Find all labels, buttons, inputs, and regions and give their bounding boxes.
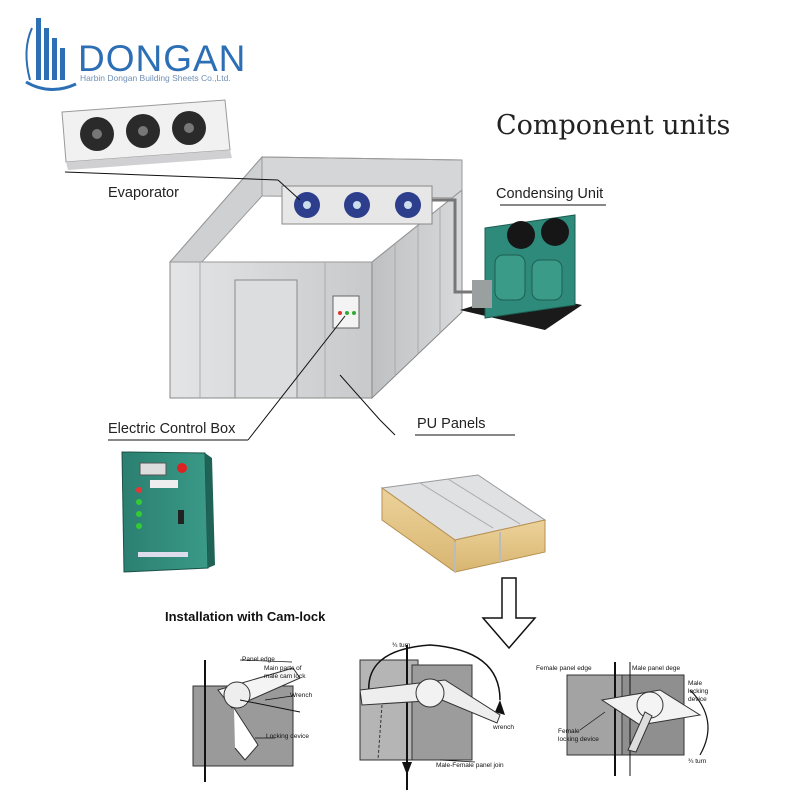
d2-turn-label: ¾ turn bbox=[392, 642, 411, 649]
camlock-diagram-2 bbox=[359, 644, 505, 790]
pu-panels-image bbox=[380, 474, 547, 573]
d3-male-locking-label-3: device bbox=[688, 696, 707, 703]
electric-control-box-image bbox=[121, 451, 215, 573]
d3-male-locking-label-1: Male bbox=[688, 680, 703, 687]
evaporator-leader-line bbox=[64, 171, 279, 181]
condensing-unit-label: Condensing Unit bbox=[496, 186, 604, 202]
cold-room bbox=[168, 155, 478, 400]
d3-female-locking-label-2: locking device bbox=[558, 736, 599, 743]
d1-panel-edge-label: Panel edge bbox=[242, 656, 275, 663]
d3-female-locking-label-1: Female bbox=[558, 728, 580, 735]
d3-male-locking-label-2: locking bbox=[688, 688, 709, 695]
camlock-diagram-1 bbox=[192, 659, 301, 782]
evaporator-pointer-line bbox=[277, 179, 301, 201]
brand-subtitle: Harbin Dongan Building Sheets Co.,Ltd. bbox=[80, 73, 231, 83]
d1-main-parts-label-2: male cam lock bbox=[264, 673, 306, 680]
electric-control-box-label: Electric Control Box bbox=[108, 421, 236, 437]
pu-panels-pointer-line bbox=[339, 374, 381, 421]
d3-female-edge-label: Female panel edge bbox=[536, 665, 592, 672]
evaporator-label: Evaporator bbox=[108, 185, 179, 201]
evaporator-image bbox=[61, 99, 232, 170]
d2-wrench-label: wrench bbox=[493, 724, 514, 731]
down-arrow-icon bbox=[481, 577, 537, 650]
d3-turn-label: ¾ turn bbox=[688, 758, 707, 765]
d1-wrench-label: Wrench bbox=[290, 692, 313, 699]
d1-main-parts-label: Main parts of bbox=[264, 665, 302, 672]
dongan-logo-icon bbox=[25, 18, 77, 91]
d1-locking-device-label: Locking device bbox=[266, 733, 309, 740]
camlock-diagram-3 bbox=[566, 662, 709, 776]
pu-panels-label: PU Panels bbox=[417, 416, 486, 432]
installation-title: Installation with Cam-lock bbox=[165, 609, 326, 624]
control-box-pointer-line bbox=[247, 315, 346, 441]
d3-male-edge-label: Male panel dege bbox=[632, 665, 681, 672]
page-heading: Component units bbox=[496, 110, 731, 141]
d2-join-label: Male-Female panel join bbox=[436, 762, 504, 769]
brand-name: DONGAN bbox=[78, 38, 247, 79]
condensing-unit-image bbox=[460, 214, 582, 330]
